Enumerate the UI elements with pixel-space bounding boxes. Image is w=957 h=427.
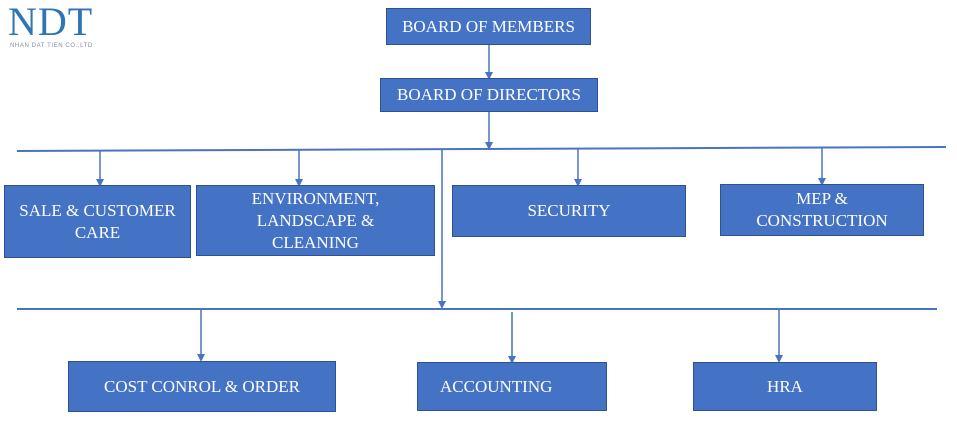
node-security: SECURITY (452, 185, 686, 237)
top-bus-line (16, 146, 947, 152)
node-board-of-members: BOARD OF MEMBERS (386, 8, 591, 45)
node-hra: HRA (693, 362, 877, 411)
node-sale-customer-care: SALE & CUSTOMER CARE (4, 185, 191, 258)
logo-subtitle: NHAN DAT TIEN CO.,LTD (10, 43, 93, 49)
node-mep-construction: MEP & CONSTRUCTION (720, 184, 924, 236)
company-logo: NDT NHAN DAT TIEN CO.,LTD (8, 2, 118, 50)
node-cost-control-order: COST CONROL & ORDER (68, 361, 336, 412)
node-accounting: ACCOUNTING (417, 362, 607, 411)
node-environment-landscape-cleaning: ENVIRONMENT, LANDSCAPE & CLEANING (196, 185, 435, 256)
logo-mark: NDT (8, 0, 94, 44)
node-board-of-directors: BOARD OF DIRECTORS (380, 78, 598, 112)
